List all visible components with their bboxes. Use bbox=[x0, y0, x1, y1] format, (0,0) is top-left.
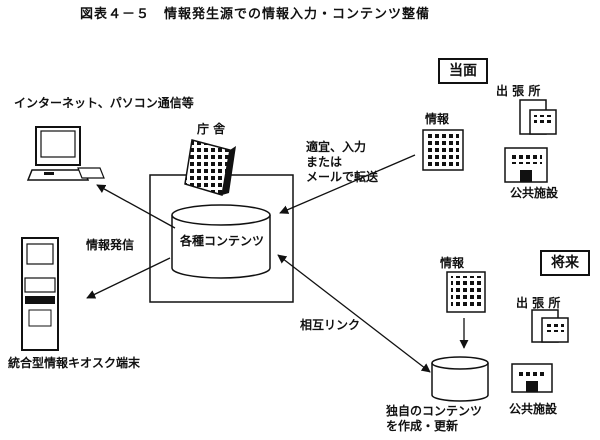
own-contents-database-icon bbox=[431, 356, 489, 402]
agency-building-icon bbox=[184, 139, 236, 196]
future-label-box: 将来 bbox=[540, 250, 590, 276]
arrow-dispatch-to-pc bbox=[96, 184, 176, 229]
contents-label: 各種コンテンツ bbox=[180, 234, 265, 248]
public-facility-label-top: 公共施設 bbox=[510, 186, 559, 200]
public-facility-building-icon-bottom bbox=[511, 363, 553, 393]
input-method-label: 適宜、入力 または メールで転送 bbox=[306, 140, 379, 184]
mutual-link-label: 相互リンク bbox=[300, 318, 361, 332]
branch-office-label-top: 出 張 所 bbox=[496, 84, 541, 98]
info-label-top: 情報 bbox=[425, 112, 450, 126]
contents-database-icon bbox=[171, 204, 271, 279]
internet-label: インターネット、パソコン通信等 bbox=[14, 96, 194, 110]
arrow-dispatch-to-kiosk bbox=[86, 257, 171, 299]
agency-label: 庁 舎 bbox=[197, 122, 226, 136]
info-server-icon-top bbox=[422, 129, 464, 171]
arrow-mutual-link bbox=[277, 254, 431, 373]
branch-office-label-bottom: 出 張 所 bbox=[516, 296, 561, 310]
desktop-pc-icon bbox=[26, 126, 105, 181]
arrow-input-to-contents bbox=[279, 154, 416, 214]
branch-office-building-icon-bottom bbox=[531, 309, 569, 343]
kiosk-terminal-icon bbox=[21, 237, 59, 351]
figure-title: 図表４－５ 情報発生源での情報入力・コンテンツ整備 bbox=[80, 7, 431, 22]
public-facility-label-bottom: 公共施設 bbox=[509, 402, 558, 416]
kiosk-label: 統合型情報キオスク端末 bbox=[8, 356, 141, 370]
now-label-box: 当面 bbox=[438, 58, 488, 84]
info-label-bottom: 情報 bbox=[440, 256, 465, 270]
branch-office-building-icon-top bbox=[519, 99, 557, 135]
info-dispatch-label: 情報発信 bbox=[86, 238, 135, 252]
own-contents-label: 独自のコンテンツ を作成・更新 bbox=[386, 404, 483, 433]
info-server-icon-bottom bbox=[446, 271, 486, 313]
public-facility-building-icon-top bbox=[504, 147, 548, 183]
